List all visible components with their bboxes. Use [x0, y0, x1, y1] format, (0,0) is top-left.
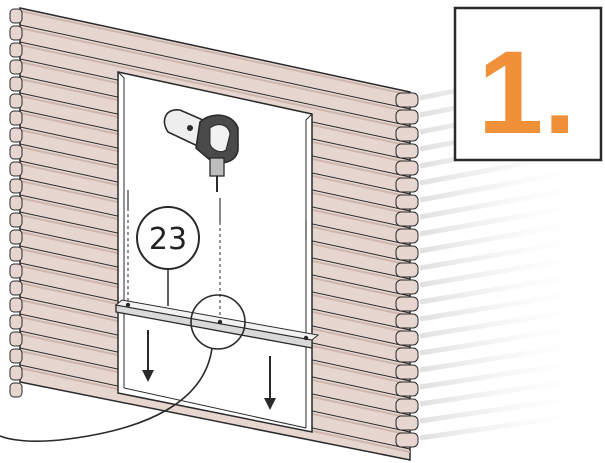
- left-log-ends: [10, 9, 22, 397]
- log-end: [396, 280, 418, 294]
- log-end: [10, 60, 22, 74]
- log-end: [396, 144, 418, 158]
- log-end: [10, 162, 22, 176]
- log-end: [10, 332, 22, 346]
- log-end: [10, 128, 22, 142]
- log-end: [396, 365, 418, 379]
- log-end: [10, 9, 22, 23]
- log-end: [10, 247, 22, 261]
- log-end: [396, 331, 418, 345]
- log-end: [10, 213, 22, 227]
- log-end: [396, 195, 418, 209]
- log-end: [396, 348, 418, 362]
- log-end: [10, 298, 22, 312]
- log-end: [10, 43, 22, 57]
- log-end: [396, 399, 418, 413]
- log-end: [396, 246, 418, 260]
- log-end: [396, 382, 418, 396]
- log-end: [10, 77, 22, 91]
- log-end: [396, 433, 418, 447]
- log-end: [10, 26, 22, 40]
- step-number-label: 1.: [478, 27, 576, 159]
- log-end: [396, 263, 418, 277]
- log-end: [10, 281, 22, 295]
- log-end: [10, 264, 22, 278]
- log-end: [396, 127, 418, 141]
- right-log-ends: [396, 93, 418, 447]
- log-end: [10, 196, 22, 210]
- log-end: [396, 212, 418, 226]
- log-end: [396, 314, 418, 328]
- log-end: [10, 349, 22, 363]
- log-end: [10, 315, 22, 329]
- step-number-badge: 1.: [455, 8, 601, 160]
- log-end: [10, 366, 22, 380]
- log-end: [10, 383, 22, 397]
- log-end: [396, 229, 418, 243]
- log-end: [10, 145, 22, 159]
- log-end: [396, 178, 418, 192]
- log-end: [396, 297, 418, 311]
- log-end: [10, 230, 22, 244]
- log-end: [396, 110, 418, 124]
- log-end: [396, 93, 418, 107]
- log-end: [10, 94, 22, 108]
- log-end: [396, 161, 418, 175]
- log-end: [396, 416, 418, 430]
- part-number-label: 23: [149, 222, 187, 257]
- log-end: [10, 179, 22, 193]
- log-end: [10, 111, 22, 125]
